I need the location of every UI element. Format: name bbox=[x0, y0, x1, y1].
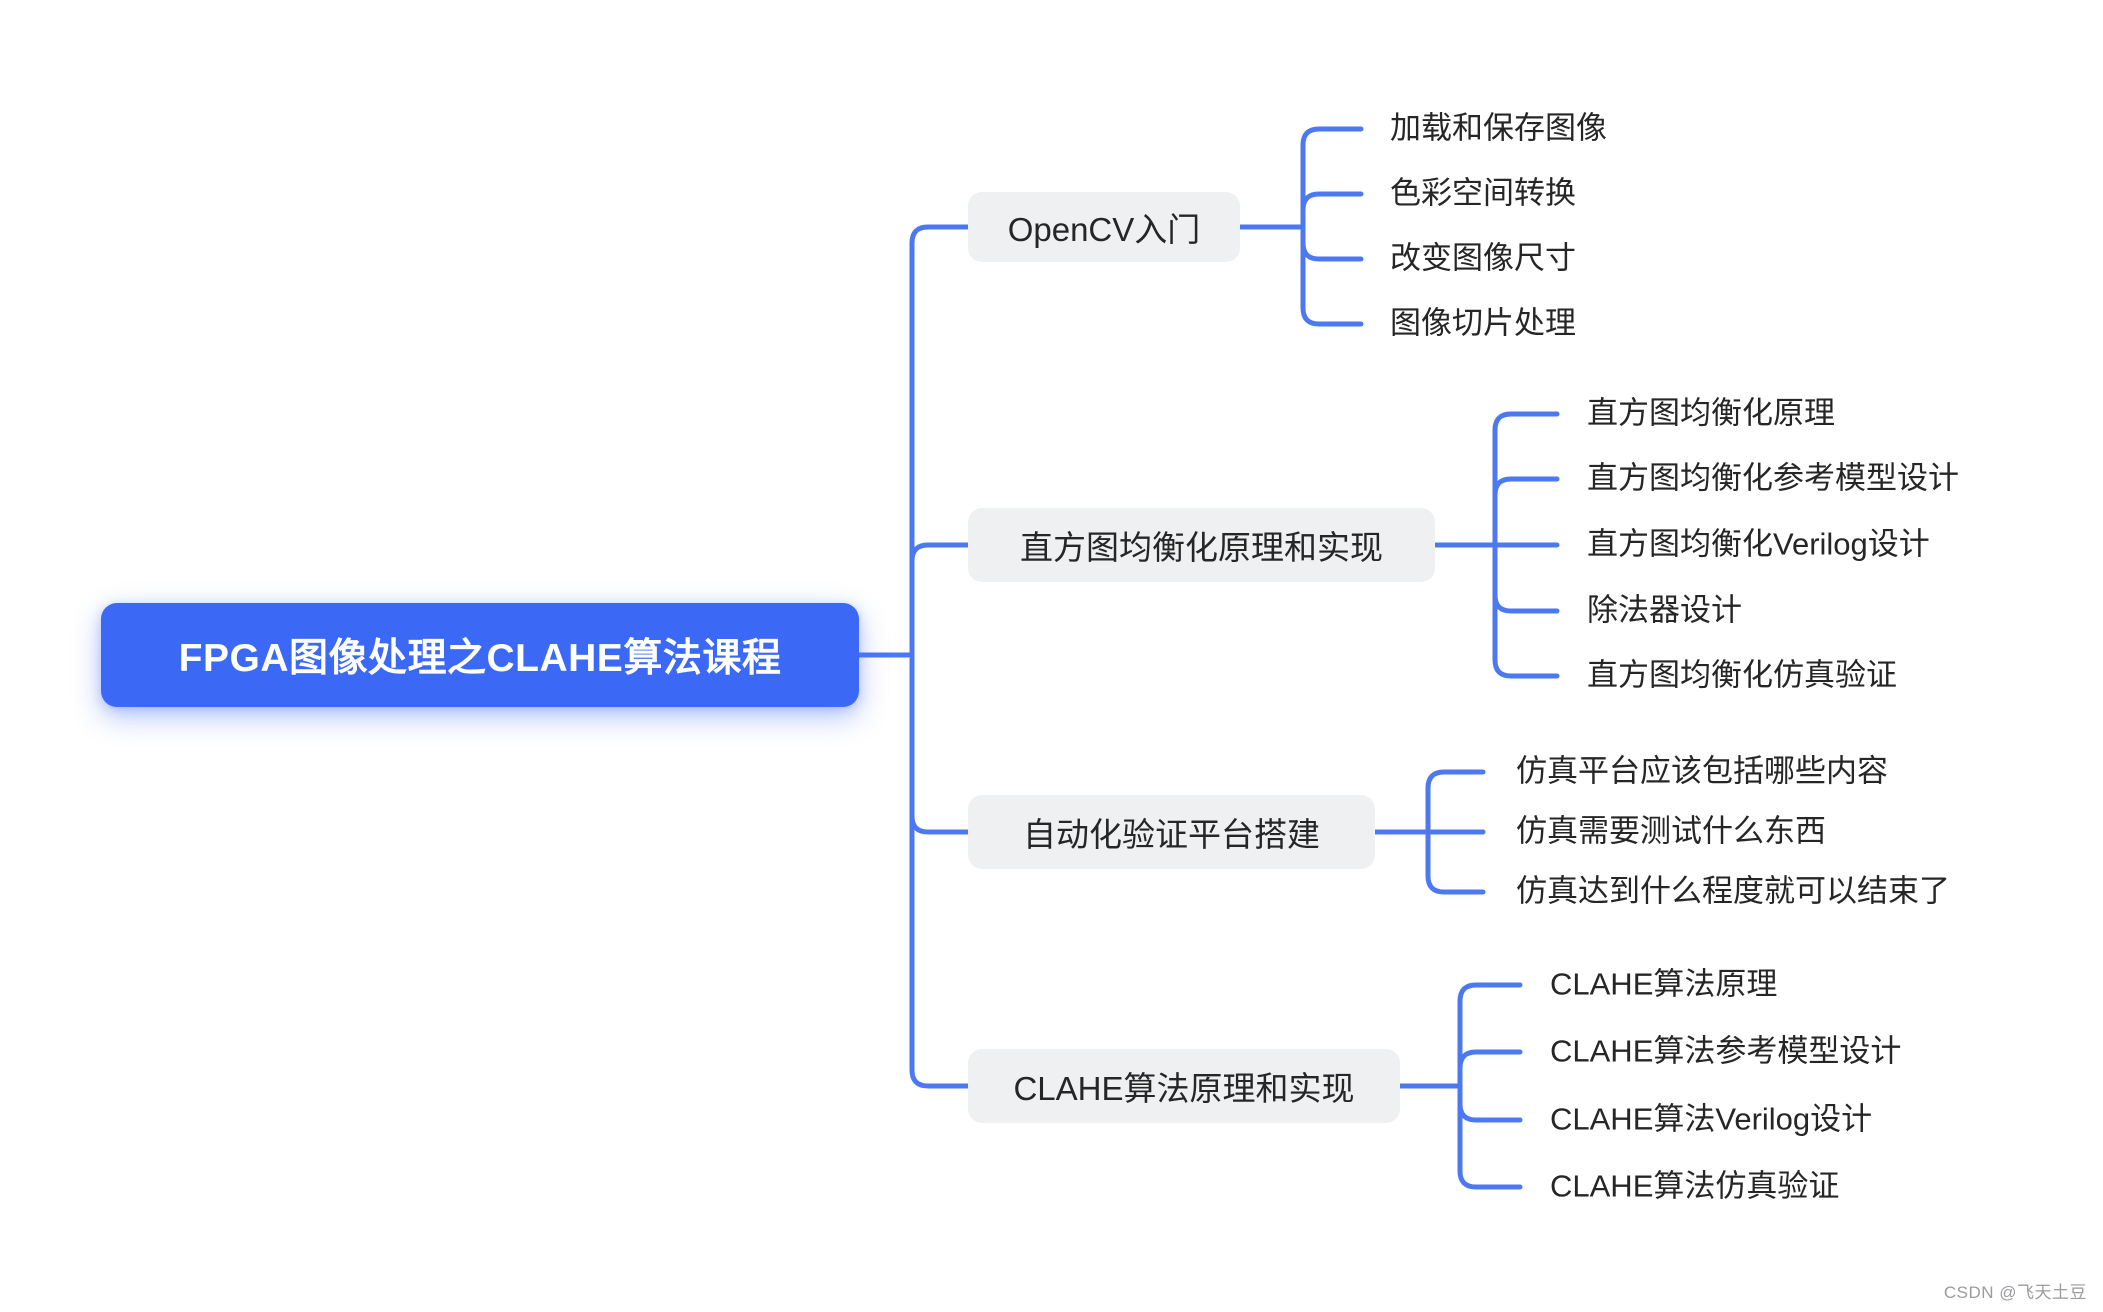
leaf-node-resize-image[interactable]: 改变图像尺寸 bbox=[1390, 240, 1576, 276]
branch-node-verification-platform[interactable]: 自动化验证平台搭建 bbox=[968, 795, 1375, 869]
leaf-node-sim-platform-contents[interactable]: 仿真平台应该包括哪些内容 bbox=[1516, 753, 1888, 789]
branch-node-histogram-equalization[interactable]: 直方图均衡化原理和实现 bbox=[968, 508, 1435, 582]
branch-node-clahe-algorithm[interactable]: CLAHE算法原理和实现 bbox=[968, 1049, 1400, 1123]
leaf-node-sim-when-to-finish[interactable]: 仿真达到什么程度就可以结束了 bbox=[1516, 873, 1950, 909]
leaf-node-clahe-reference-model[interactable]: CLAHE算法参考模型设计 bbox=[1550, 1033, 1902, 1069]
root-node-course-title[interactable]: FPGA图像处理之CLAHE算法课程 bbox=[101, 603, 859, 707]
leaf-node-histeq-simulation[interactable]: 直方图均衡化仿真验证 bbox=[1587, 657, 1897, 693]
branch2-leaf-connectors bbox=[1432, 411, 1560, 679]
leaf-node-clahe-simulation[interactable]: CLAHE算法仿真验证 bbox=[1550, 1168, 1840, 1204]
leaf-node-divider-design[interactable]: 除法器设计 bbox=[1587, 592, 1742, 628]
csdn-watermark: CSDN @飞天土豆 bbox=[1943, 1283, 2087, 1302]
leaf-node-load-save-image[interactable]: 加载和保存图像 bbox=[1390, 110, 1607, 146]
branch3-leaf-connectors bbox=[1372, 769, 1486, 895]
branch1-leaf-connectors bbox=[1237, 126, 1364, 327]
leaf-node-histeq-principle[interactable]: 直方图均衡化原理 bbox=[1587, 395, 1835, 431]
leaf-node-clahe-principle[interactable]: CLAHE算法原理 bbox=[1550, 966, 1778, 1002]
leaf-node-sim-what-to-test[interactable]: 仿真需要测试什么东西 bbox=[1516, 813, 1826, 849]
leaf-node-clahe-verilog-design[interactable]: CLAHE算法Verilog设计 bbox=[1550, 1101, 1873, 1137]
leaf-node-histeq-verilog-design[interactable]: 直方图均衡化Verilog设计 bbox=[1587, 526, 1930, 562]
leaf-node-color-space-convert[interactable]: 色彩空间转换 bbox=[1390, 175, 1576, 211]
branch-node-opencv-intro[interactable]: OpenCV入门 bbox=[968, 192, 1240, 262]
branch4-leaf-connectors bbox=[1397, 982, 1523, 1190]
leaf-node-image-slicing[interactable]: 图像切片处理 bbox=[1390, 305, 1576, 341]
leaf-node-histeq-reference-model[interactable]: 直方图均衡化参考模型设计 bbox=[1587, 460, 1959, 496]
root-branch-connectors bbox=[856, 224, 971, 1089]
